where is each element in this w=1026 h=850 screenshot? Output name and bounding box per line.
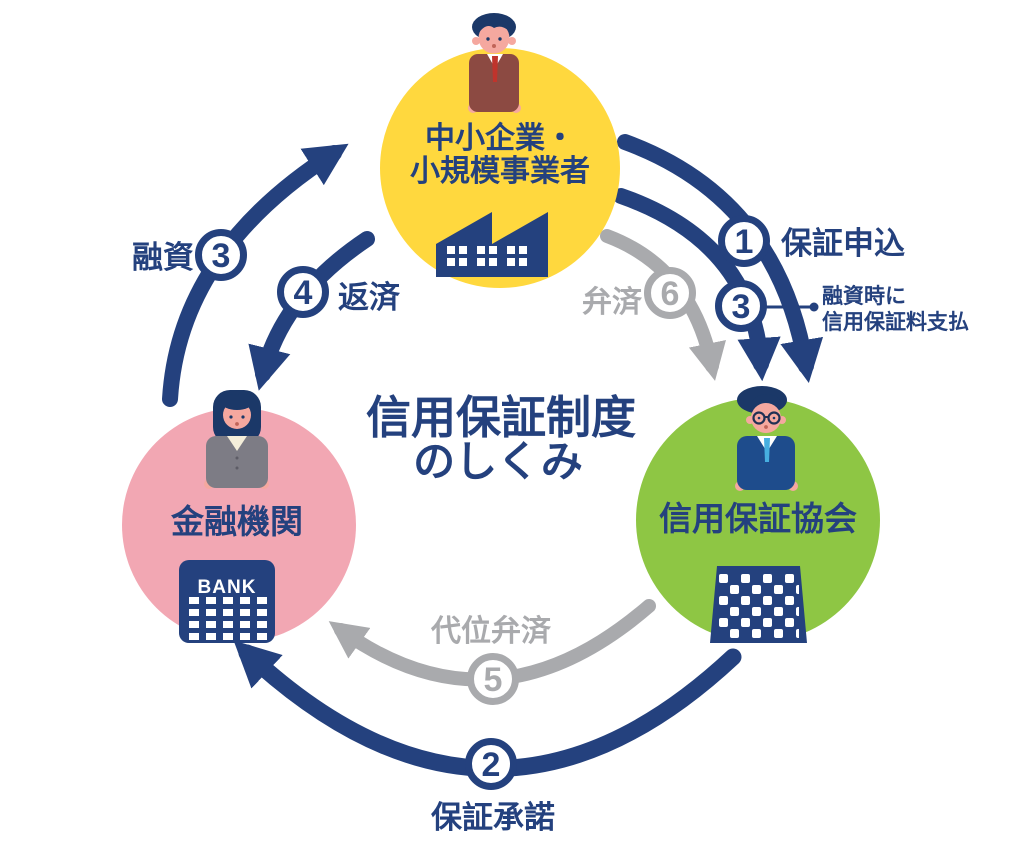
cga-circle [636,398,880,642]
svg-text:4: 4 [294,274,313,312]
label-guarantee-fee-line2: 信用保証料支払 [822,310,969,334]
sme-label-line1: 中小企業・ [425,121,575,155]
svg-text:3: 3 [732,288,751,326]
title-line1: 信用保証制度 [366,392,636,443]
glasses-businessman-icon [735,386,798,491]
title-line2: のしくみ [413,438,583,485]
svg-text:2: 2 [482,746,501,784]
businessman-icon [468,13,521,113]
step-badge-2: 2 [465,738,517,790]
fee-label-connector-dot [809,302,819,312]
bank-sign-text: BANK [198,577,257,598]
step-badge-6: 6 [644,267,696,319]
cga-label: 信用保証協会 [659,500,857,537]
step-badge-3-loan: 3 [195,229,247,281]
step-badge-3-fee: 3 [715,280,767,332]
svg-text:1: 1 [735,223,754,261]
node-sme: 中小企業・ 小規模事業者 [380,13,620,288]
step-badge-1: 1 [718,215,770,267]
node-bank: 金融機関 BANK [122,390,356,643]
label-guarantee-fee-line1: 融資時に [822,284,906,308]
sme-circle [380,48,620,288]
bank-label: 金融機関 [170,503,303,540]
node-cga: 信用保証協会 [636,386,880,643]
label-repayment-to-bank: 返済 [338,280,401,315]
svg-text:6: 6 [661,275,680,313]
label-loan: 融資 [132,240,194,275]
businesswoman-icon [204,390,269,489]
svg-text:5: 5 [484,661,503,699]
diagram-title: 信用保証制度 のしくみ [366,392,636,485]
arrow-guarantee-fee [613,188,781,382]
label-guarantee-application: 保証申込 [781,226,905,261]
svg-text:3: 3 [212,237,231,275]
bank-building-icon: BANK [179,560,275,643]
step-badge-5: 5 [467,653,519,705]
factory-icon [436,212,548,277]
office-building-icon [710,566,807,643]
step-badge-4: 4 [277,266,329,318]
flow-badges-labels: 1 保証申込 3 融資時に 信用保証料支払 6 弁済 3 融資 4 返済 [132,215,969,835]
label-guarantee-approval: 保証承諾 [431,800,555,835]
label-subrogation: 代位弁済 [430,614,552,648]
sme-label-line2: 小規模事業者 [410,155,590,188]
label-repayment-to-cga: 弁済 [582,286,643,319]
